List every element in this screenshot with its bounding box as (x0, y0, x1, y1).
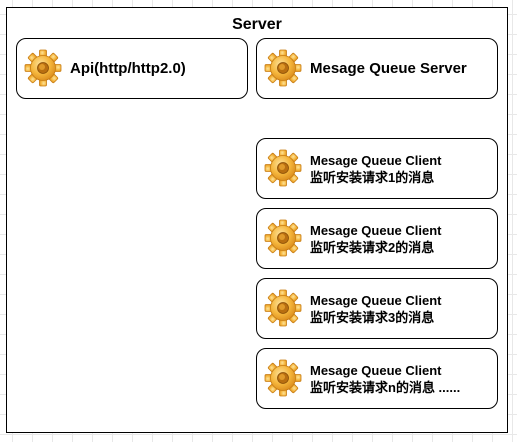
mq-client-label: Mesage Queue Client 监听安装请求n的消息 ...... (310, 362, 460, 396)
server-container: Server Api(http/http2.0) Mesage Queue Se… (6, 7, 508, 433)
mq-client-desc: 监听安装请求2的消息 (310, 240, 435, 255)
mq-server-label: Mesage Queue Server (310, 60, 467, 77)
mq-client-desc: 监听安装请求1的消息 (310, 170, 435, 185)
mq-client-name: Mesage Queue Client (310, 293, 442, 308)
mq-client-name: Mesage Queue Client (310, 363, 442, 378)
mq-client-name: Mesage Queue Client (310, 223, 442, 238)
gear-icon (263, 358, 303, 398)
mq-client-name: Mesage Queue Client (310, 153, 442, 168)
mq-client-label: Mesage Queue Client 监听安装请求2的消息 (310, 222, 441, 256)
gear-icon (263, 48, 303, 88)
mq-client-desc: 监听安装请求n的消息 ...... (310, 380, 461, 395)
mq-server-node[interactable]: Mesage Queue Server (256, 38, 498, 99)
mq-client-node-1[interactable]: Mesage Queue Client 监听安装请求1的消息 (256, 138, 498, 199)
mq-client-desc: 监听安装请求3的消息 (310, 310, 435, 325)
api-label: Api(http/http2.0) (70, 60, 186, 77)
server-title: Server (232, 16, 282, 33)
mq-client-node-n[interactable]: Mesage Queue Client 监听安装请求n的消息 ...... (256, 348, 498, 409)
mq-client-label: Mesage Queue Client 监听安装请求3的消息 (310, 292, 441, 326)
gear-icon (263, 148, 303, 188)
api-node[interactable]: Api(http/http2.0) (16, 38, 248, 99)
gear-icon (263, 218, 303, 258)
mq-client-label: Mesage Queue Client 监听安装请求1的消息 (310, 152, 441, 186)
mq-client-node-2[interactable]: Mesage Queue Client 监听安装请求2的消息 (256, 208, 498, 269)
gear-icon (23, 48, 63, 88)
mq-client-node-3[interactable]: Mesage Queue Client 监听安装请求3的消息 (256, 278, 498, 339)
gear-icon (263, 288, 303, 328)
